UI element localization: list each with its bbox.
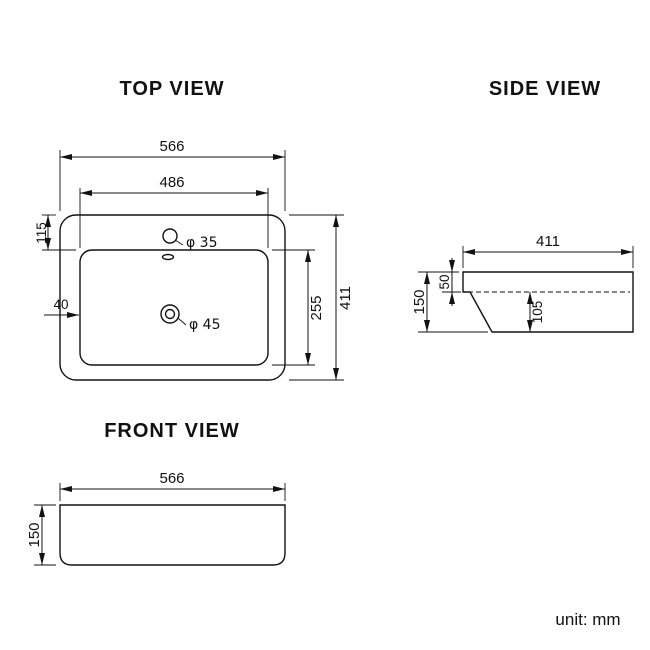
dim-top-bowl-width: 486: [79, 174, 269, 248]
dimension-value: 411: [536, 233, 560, 250]
dimension-value: 255: [308, 295, 325, 320]
dim-top-deck-depth: 115: [34, 214, 76, 251]
drain-hole-inner: [164, 308, 176, 320]
dim-top-outer-depth: 411: [289, 214, 354, 381]
basin-front-outline: [59, 504, 286, 566]
dim-side-rim-height: 50: [437, 258, 461, 306]
front-view-title: FRONT VIEW: [104, 420, 240, 442]
basin-bowl-outline: [79, 249, 269, 366]
dim-front-width: 566: [59, 470, 286, 501]
dimension-value: 105: [530, 301, 545, 324]
side-view: SIDE VIEW 411 150: [411, 78, 634, 333]
faucet-hole: [162, 228, 178, 244]
front-view: FRONT VIEW 566 150: [26, 420, 286, 566]
leader-line: [174, 239, 184, 246]
dimension-value: 40: [53, 297, 68, 312]
unit-note: unit: mm: [555, 610, 620, 629]
drain-hole-outer: [160, 304, 180, 324]
dim-side-bowl-depth: 105: [527, 292, 545, 332]
label-drain-hole: φ 45: [177, 317, 221, 333]
dimension-value: 150: [26, 522, 43, 547]
label-faucet-hole: φ 35: [174, 235, 218, 251]
top-view: TOP VIEW 566 486: [34, 78, 354, 381]
side-view-title: SIDE VIEW: [489, 78, 601, 100]
dimension-value: 50: [437, 274, 452, 289]
dimension-value: 486: [159, 174, 184, 191]
dimension-value: 411: [337, 286, 354, 310]
top-view-title: TOP VIEW: [119, 78, 224, 100]
dim-front-height: 150: [26, 504, 56, 566]
dim-top-outer-width: 566: [59, 138, 286, 211]
hole-diameter-label: φ 35: [186, 235, 218, 251]
dim-side-depth: 411: [462, 233, 634, 268]
dimension-value: 566: [159, 138, 184, 155]
hole-diameter-label: φ 45: [189, 317, 221, 333]
dim-top-rim-width: 40: [44, 297, 79, 318]
leader-line: [177, 317, 187, 326]
dimension-value: 566: [159, 470, 184, 487]
overflow-hole: [161, 253, 175, 261]
basin-outer-outline: [59, 214, 286, 381]
dim-top-bowl-depth: 255: [272, 249, 325, 366]
basin-side-profile: [462, 271, 634, 333]
dimension-value: 150: [411, 289, 428, 314]
dimension-value: 115: [34, 222, 49, 244]
